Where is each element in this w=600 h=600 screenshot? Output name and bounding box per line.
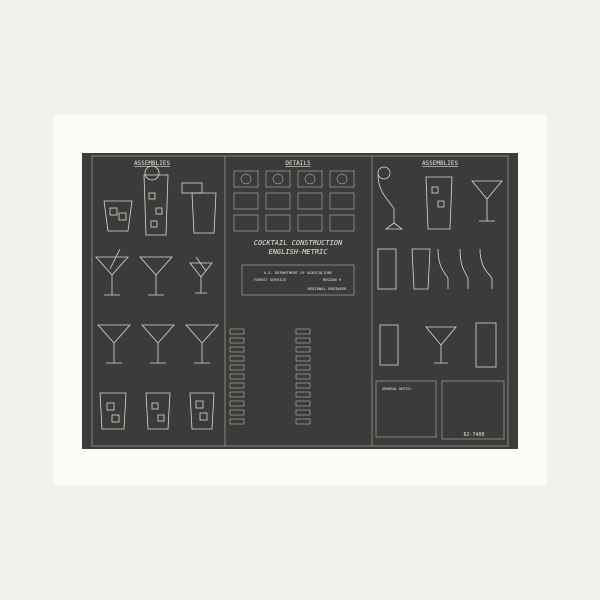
agency-line-3: REGION 9 bbox=[323, 277, 342, 282]
right-section-header: ASSEMBLIES bbox=[422, 160, 459, 167]
martini-glass-illustration-1 bbox=[95, 248, 129, 296]
poster-title-line2: ENGLISH-METRIC bbox=[268, 248, 328, 256]
rocks-glass-illustration bbox=[103, 200, 133, 232]
hurricane-glass-illustration bbox=[377, 166, 404, 230]
tumbler-glass-illustration-3 bbox=[189, 392, 215, 430]
martini-glass-illustration-right bbox=[471, 180, 503, 222]
martini-glass-illustration-6 bbox=[185, 324, 219, 364]
detail-icons-grid bbox=[233, 170, 355, 232]
tall-glass-illustration-row2 bbox=[377, 248, 493, 290]
legend-right bbox=[295, 328, 311, 425]
blueprint-poster: ASSEMBLIES DETAILS ASSEMBLIES bbox=[82, 153, 518, 449]
poster-border bbox=[91, 155, 509, 447]
sheet-number: 62-7400 bbox=[463, 432, 484, 438]
general-notes-box bbox=[375, 380, 437, 438]
left-section-header: ASSEMBLIES bbox=[134, 160, 171, 167]
poster-title-line1: COCKTAIL CONSTRUCTION bbox=[254, 239, 343, 247]
general-notes-heading: GENERAL NOTES: bbox=[382, 387, 412, 391]
highball-glass-illustration bbox=[143, 165, 169, 236]
center-section-header: DETAILS bbox=[285, 160, 311, 167]
agency-line-2: FOREST SERVICE bbox=[254, 277, 287, 282]
legend-left bbox=[229, 328, 245, 425]
martini-glass-illustration-4 bbox=[97, 324, 131, 364]
agency-line-1: U.S. DEPARTMENT OF AGRICULTURE bbox=[264, 270, 333, 275]
highball-glass-illustration-right bbox=[425, 176, 453, 230]
collins-glass-illustration bbox=[181, 182, 217, 234]
martini-glass-illustration-5 bbox=[141, 324, 175, 364]
tumbler-glass-illustration-2 bbox=[145, 392, 171, 430]
agency-line-4: REGIONAL ENGINEER bbox=[308, 286, 348, 291]
agency-title-block bbox=[241, 264, 355, 296]
title-block bbox=[441, 380, 505, 440]
glasses-illustration-row3 bbox=[379, 322, 497, 368]
martini-glass-illustration-2 bbox=[139, 256, 173, 296]
tumbler-glass-illustration-1 bbox=[99, 392, 127, 430]
martini-glass-illustration-3 bbox=[189, 256, 213, 294]
